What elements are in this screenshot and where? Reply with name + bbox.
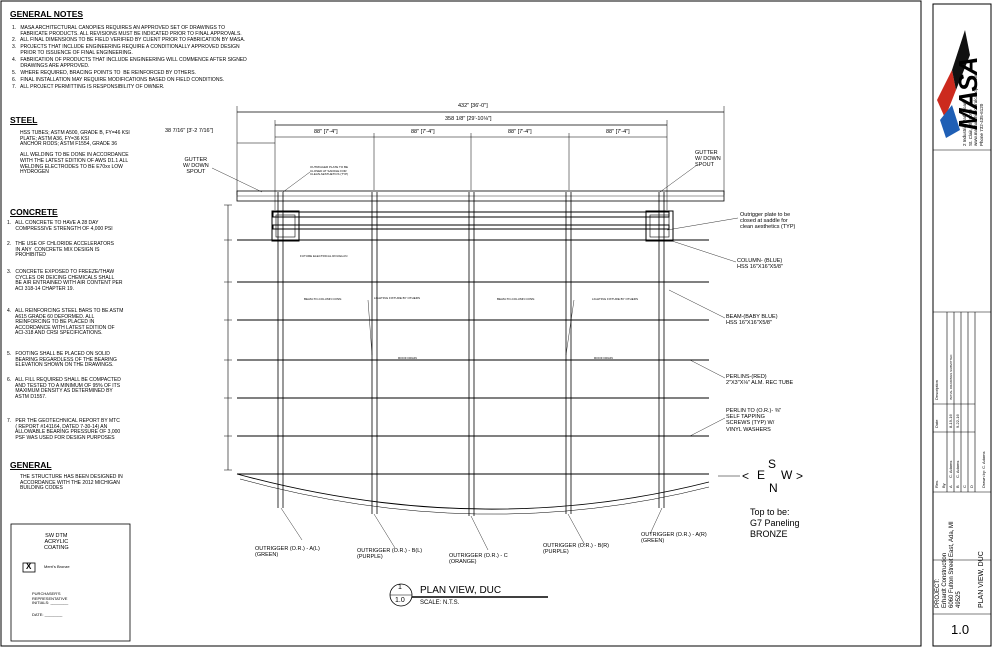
general-notes-heading: GENERAL NOTES: [10, 9, 84, 19]
dimension-bay-1: 88" [7'-4"]: [314, 129, 338, 135]
general-note-5: 5. WHERE REQUIRED, BRACING POINTS TO BE …: [12, 70, 196, 76]
perlin-screws-label: PERLIN TO (O.R.)- ⅜" SELF TAPPING SCREWS…: [726, 408, 782, 433]
general-note-3: 3. PROJECTS THAT INCLUDE ENGINEERING REQ…: [12, 44, 240, 56]
view-scale: SCALE: N.T.S.: [420, 600, 460, 606]
coating-option-label: Merri's Bronze: [44, 564, 70, 569]
drawn-by: Drawn by: C. Adams: [981, 451, 986, 488]
rev-c-letter: C: [962, 485, 967, 488]
purlins-label: PERLINS-(RED) 2"X3"X⅛" ALM. REC TUBE: [726, 374, 794, 387]
rev-header-desc: Description: [934, 379, 939, 400]
outrigger-br-label: OUTRIGGER (O.R.) - B(R) (PURPLE): [543, 543, 609, 556]
gutter-right-label: GUTTER W/ DOWN SPOUT: [695, 150, 721, 169]
tiny-note-1: OUTRIGGER PLATE TO BE CLOSED AT SADDLE F…: [310, 165, 349, 177]
dimension-left-offset: 38 7/16" [3'-2 7/16"]: [165, 128, 214, 134]
rev-header-by: By: [941, 483, 946, 488]
concrete-note-2: 2. THE USE OF CHLORIDE ACCELERATORS IN A…: [7, 241, 114, 259]
column-label: COLUMN- (BLUE) HSS 16"X16"X5/8": [737, 258, 783, 271]
compass-right-arrow: >: [796, 469, 804, 483]
general-note-2: 2. ALL FINAL DIMENSIONS TO BE FIELD VERI…: [12, 37, 246, 43]
rev-a-desc: INITIAL DRAWINGS SUBMITTED: [949, 354, 953, 400]
dimension-bay-4: 88" [7'-4"]: [606, 129, 630, 135]
general-note-1: 1. MASA ARCHITECTURAL CANOPIES REQUIRES …: [12, 25, 242, 37]
outrigger-bl-label: OUTRIGGER (O.R.) - B(L) (PURPLE): [357, 548, 423, 561]
concrete-note-7: 7. PER THE GEOTECHNICAL REPORT BY MTC ( …: [7, 418, 121, 441]
purchaser-date-label: DATE: ________: [32, 612, 63, 617]
general-heading: GENERAL: [10, 460, 52, 470]
concrete-note-3: 3. CONCRETE EXPOSED TO FREEZE/THAW CYCLE…: [7, 269, 123, 292]
sheet-number: 1.0: [951, 622, 970, 637]
project-info: PROJECT: Erhardt Construction 6060 Fulto…: [935, 521, 962, 608]
top-paneling-label: Top to be: G7 Paneling BRONZE: [750, 507, 800, 539]
concrete-note-6: 6. ALL FILL REQUIRED SHALL BE COMPACTED …: [7, 377, 121, 400]
compass-west: W: [781, 468, 793, 482]
compass-east: E: [757, 468, 766, 482]
outrigger-al-label: OUTRIGGER (O.R.) - A(L) (GREEN): [255, 546, 320, 559]
rev-b-letter: B: [955, 485, 960, 488]
tiny-note-5: LIGHTING FIXTURE BY OTHERS: [592, 297, 638, 301]
outrigger-ar-label: OUTRIGGER (O.R.) - A(R) (GREEN): [641, 532, 707, 545]
dimension-overall: 432" [36'-0"]: [458, 103, 488, 109]
tiny-note-2: FUTURE ELECTRICAL ROUGH-IN: [300, 254, 348, 258]
rev-header-date: Date: [934, 419, 939, 428]
steel-heading: STEEL: [10, 115, 38, 125]
dimension-bay-2: 88" [7'-4"]: [411, 129, 435, 135]
dimension-inner: 358 1/8" [29'-10⅛"]: [445, 116, 492, 122]
coating-title: SW DTM ACRYLIC COATING: [44, 533, 69, 552]
concrete-note-4: 4. ALL REINFORCING STEEL BARS TO BE ASTM…: [7, 308, 124, 337]
rev-b-date: 9-22-16: [955, 414, 960, 428]
steel-notes: HSS TUBES; ASTM A500, GRADE B, FY=46 KSI…: [20, 130, 130, 176]
dimension-bay-3: 88" [7'-4"]: [508, 129, 532, 135]
rev-b-by: C. Adams: [955, 460, 960, 478]
concrete-note-1: 1. ALL CONCRETE TO HAVE A 28 DAY COMPRES…: [7, 220, 113, 232]
general-note-7: 7. ALL PROJECT PERMITTING IS RESPONSIBIL…: [12, 84, 165, 90]
view-number: 1: [398, 584, 402, 591]
company-address: 2 Industrial Park Road St. Clair, Ml 480…: [962, 71, 984, 146]
tiny-note-7: ROOF DRAIN: [398, 356, 417, 360]
compass-north: N: [769, 481, 778, 495]
tiny-note-3: LIGHTING FIXTURE BY OTHERS: [374, 296, 420, 300]
purchaser-initials-label: PURCHASER'S REPRESENTATIVE INITIALS: ___…: [32, 591, 69, 606]
compass-left-arrow: <: [742, 469, 750, 483]
sheet-title: PLAN VIEW, DUC: [978, 551, 985, 608]
rev-header-rev: Rev.: [934, 480, 939, 488]
outrigger-plate-label: Outrigger plate to be closed at saddle f…: [740, 212, 796, 231]
general-note-4: 4. FABRICATION OF PRODUCTS THAT INCLUDE …: [12, 57, 247, 69]
view-title: PLAN VIEW, DUC: [420, 585, 502, 596]
outrigger-c-label: OUTRIGGER (O.R.) - C (ORANGE): [449, 553, 508, 566]
rev-a-letter: A: [948, 485, 953, 488]
general-note-6: 6. FINAL INSTALLATION MAY REQUIRE MODIFI…: [12, 77, 225, 83]
beam-label: BEAM-(BABY BLUE) HSS 16"X16"X5/8": [726, 314, 778, 327]
concrete-note-5: 5. FOOTING SHALL BE PLACED ON SOLID BEAR…: [7, 351, 117, 369]
gutter-left-label: GUTTER W/ DOWN SPOUT: [183, 157, 209, 176]
rev-a-by: C. Adams: [948, 460, 953, 478]
concrete-heading: CONCRETE: [10, 207, 58, 217]
view-sheet-ref: 1.0: [395, 597, 405, 604]
general-text: THE STRUCTURE HAS BEEN DESIGNED IN ACCOR…: [20, 474, 123, 492]
compass-south: S: [768, 457, 777, 471]
coating-check-mark[interactable]: X: [26, 562, 32, 571]
tiny-note-8: ROOF DRAIN: [594, 356, 613, 360]
tiny-note-4: BEAM-TO-COLUMN CONN.: [304, 297, 343, 301]
tiny-note-6: BEAM-TO-COLUMN CONN.: [497, 297, 536, 301]
rev-d-letter: D: [969, 485, 974, 488]
rev-a-date: 8-19-16: [948, 414, 953, 428]
